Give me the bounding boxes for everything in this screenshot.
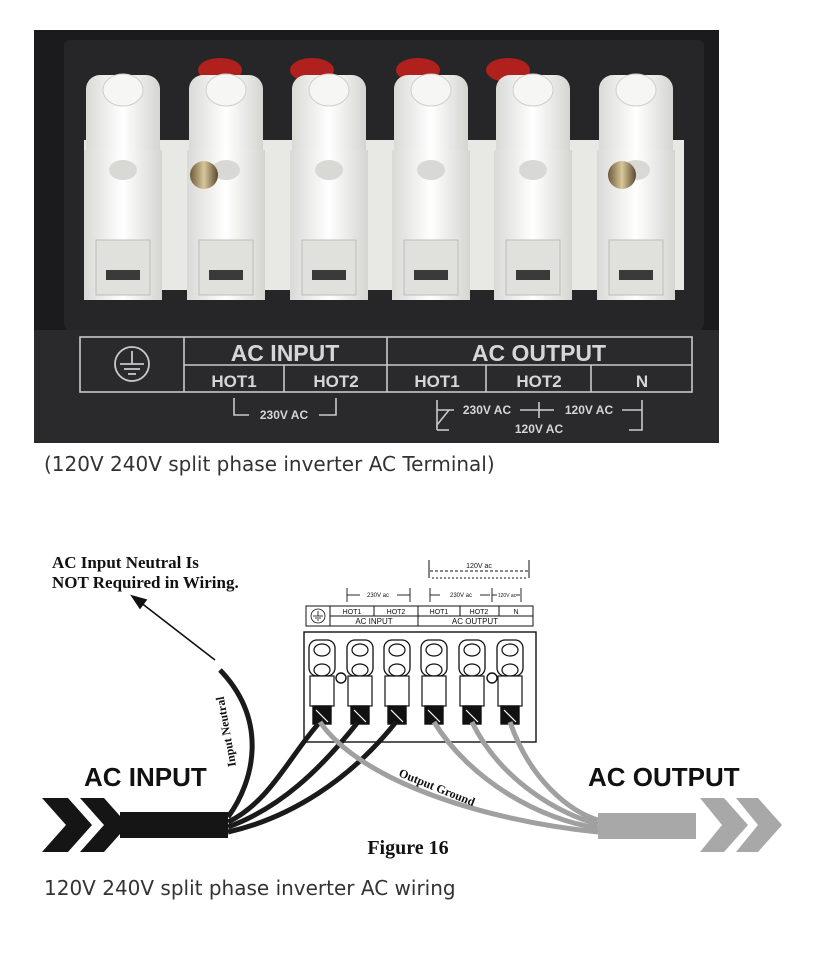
diagram-terminal-block — [303, 631, 537, 743]
diagram-terminal-pod — [496, 639, 524, 725]
terminal-block — [84, 73, 684, 300]
photo-ac-input-label: AC INPUT — [231, 340, 340, 366]
ac-input-big-label: AC INPUT — [84, 762, 207, 792]
diagram-terminal-label: HOT2 — [470, 609, 489, 616]
photo-terminal-label: HOT2 — [516, 372, 561, 391]
photo-terminal-label: HOT2 — [313, 372, 358, 391]
neutral-note-line2: NOT Required in Wiring. — [52, 573, 239, 592]
label-plate — [79, 336, 693, 393]
terminal-pod — [494, 73, 572, 300]
terminal-block-illustration: AC INPUT AC OUTPUT HOT1 HOT2 HOT1 HOT2 N… — [34, 40, 719, 443]
diagram-terminal-label: HOT2 — [387, 609, 406, 616]
photo-output-voltage-c: 120V AC — [515, 422, 564, 436]
terminal-pod — [290, 73, 368, 300]
small-230-output-label: 230V ac — [450, 593, 472, 599]
input-cable — [120, 668, 398, 838]
photo-terminal-label: HOT1 — [211, 372, 256, 391]
diagram-terminal-pod — [308, 639, 336, 725]
wiring-diagram: AC Input Neutral Is NOT Required in Wiri… — [42, 553, 782, 859]
diagram-caption: 120V 240V split phase inverter AC wiring — [44, 876, 456, 900]
figure-label: Figure 16 — [367, 837, 448, 859]
ground-screw-icon — [608, 161, 636, 189]
photo-caption: (120V 240V split phase inverter AC Termi… — [44, 452, 495, 476]
output-cable — [317, 720, 696, 839]
diagram-label-table — [305, 605, 534, 627]
photo-terminal-label: HOT1 — [414, 372, 459, 391]
note-arrow — [130, 594, 216, 661]
terminal-pod — [84, 73, 162, 300]
input-neutral-label: Input Neutral — [213, 695, 239, 768]
input-arrow-icon — [42, 798, 128, 852]
photo-terminal-label: N — [636, 372, 648, 391]
diagram-terminal-pod — [383, 639, 411, 725]
photo-voltage-brackets — [233, 398, 643, 431]
neutral-note-line1: AC Input Neutral Is — [52, 553, 199, 572]
diagram-screw-icon — [335, 672, 347, 684]
small-120-label: 120V ac — [498, 593, 517, 599]
ground-screw-icon — [190, 161, 218, 189]
photo-input-voltage: 230V AC — [260, 408, 309, 422]
terminal-pod — [597, 73, 675, 300]
diagram-screw-icon — [486, 672, 498, 684]
diagram-terminal-label: N — [513, 609, 518, 616]
diagram-terminal-label: HOT1 — [430, 609, 449, 616]
terminal-pod — [392, 73, 470, 300]
diagram-terminal-pod — [420, 639, 448, 725]
photo-output-voltage-b: 120V AC — [565, 403, 614, 417]
terminal-pod — [187, 73, 265, 300]
top-120v-bracket — [428, 560, 530, 579]
diagram-terminal-label: HOT1 — [343, 609, 362, 616]
diagram-terminal-pod — [346, 639, 374, 725]
photo-ac-output-label: AC OUTPUT — [472, 340, 606, 366]
diagram-terminal-pod — [458, 639, 486, 725]
diagram-ac-output-small: AC OUTPUT — [452, 617, 498, 626]
output-arrow-icon — [700, 798, 782, 852]
ac-output-big-label: AC OUTPUT — [588, 762, 740, 792]
small-230-input-label: 230V ac — [367, 593, 389, 599]
diagram-ac-input-small: AC INPUT — [355, 617, 392, 626]
ground-icon — [114, 346, 150, 382]
terminal-photo: AC INPUT AC OUTPUT HOT1 HOT2 HOT1 HOT2 N… — [34, 30, 719, 443]
top-120v-label: 120V ac — [466, 563, 492, 570]
photo-output-voltage-a: 230V AC — [463, 403, 512, 417]
diagram-ground-icon — [310, 608, 326, 624]
small-voltage-brackets — [346, 588, 522, 602]
